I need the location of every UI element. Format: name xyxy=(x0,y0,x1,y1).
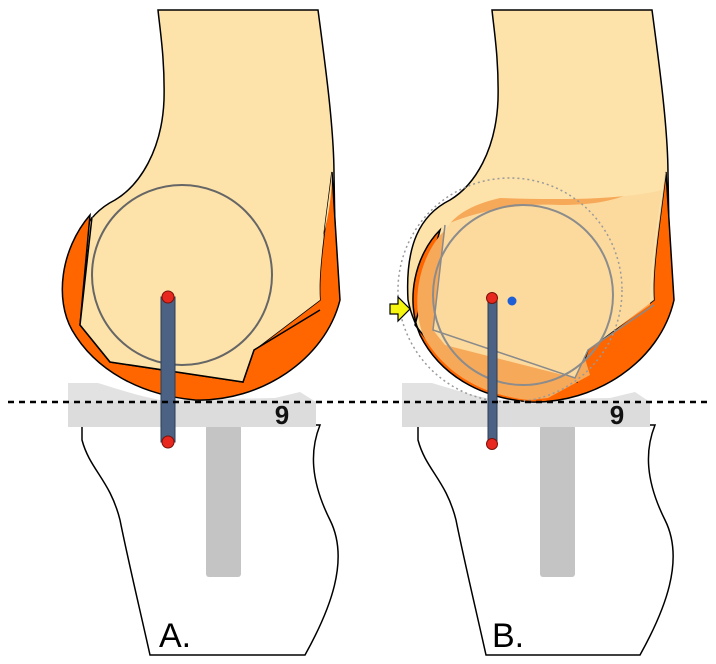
tibial-stem-b xyxy=(540,425,575,577)
pivot-bottom-b xyxy=(487,439,498,450)
panel-b: 9 B. xyxy=(390,10,674,655)
pivot-top-a xyxy=(162,291,174,303)
arrow-icon xyxy=(390,297,410,321)
pivot-top-b xyxy=(487,293,498,304)
insert-size-b: 9 xyxy=(610,400,624,430)
insert-size-a: 9 xyxy=(275,400,289,430)
panel-label-a: A. xyxy=(159,617,191,655)
center-marker-b xyxy=(508,297,517,306)
pivot-bottom-a xyxy=(162,436,174,448)
rod-b xyxy=(488,297,497,445)
panel-label-b: B. xyxy=(492,617,524,655)
tibial-stem-a xyxy=(206,425,241,577)
panel-a: 9 A. xyxy=(62,10,340,655)
rod-a xyxy=(161,297,175,442)
